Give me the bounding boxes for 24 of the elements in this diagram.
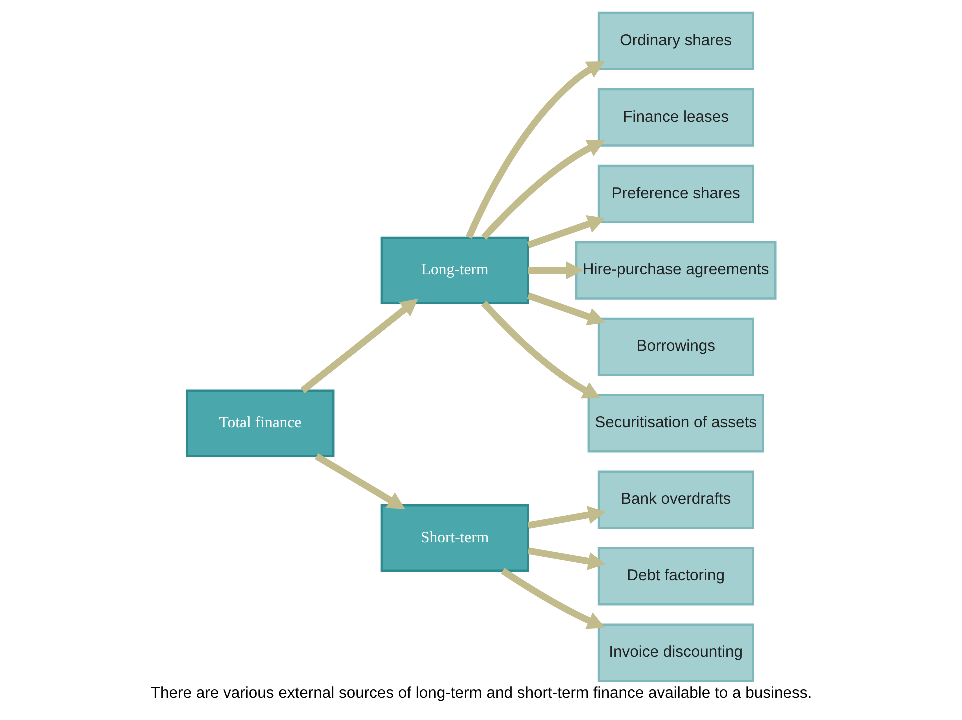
node-box: Bank overdrafts [597, 470, 754, 530]
node-box: Short-term [380, 504, 529, 572]
node-box: Finance leases [597, 88, 754, 147]
node-box: Debt factoring [597, 547, 754, 606]
arrow [314, 454, 405, 510]
arrow [527, 548, 606, 570]
node-box: Securitisation of assets [587, 394, 764, 453]
node-box: Total finance [186, 390, 334, 458]
node-box: Hire-purchase agreements [574, 241, 776, 300]
node-box: Preference shares [597, 164, 754, 224]
arrow [481, 301, 600, 399]
node-box: Ordinary shares [597, 12, 754, 70]
node-box: Long-term [380, 236, 529, 304]
caption: There are various external sources of long-term and short-term finance available to a business. [150, 685, 812, 702]
arrow [528, 261, 583, 280]
arrow [300, 298, 418, 394]
arrow [527, 506, 606, 529]
arrow [526, 292, 606, 326]
arrow [481, 140, 605, 240]
arrow [526, 216, 606, 249]
arrow [500, 568, 605, 630]
arrow [466, 62, 604, 240]
node-box: Invoice discounting [597, 624, 754, 682]
node-box: Borrowings [597, 318, 754, 376]
